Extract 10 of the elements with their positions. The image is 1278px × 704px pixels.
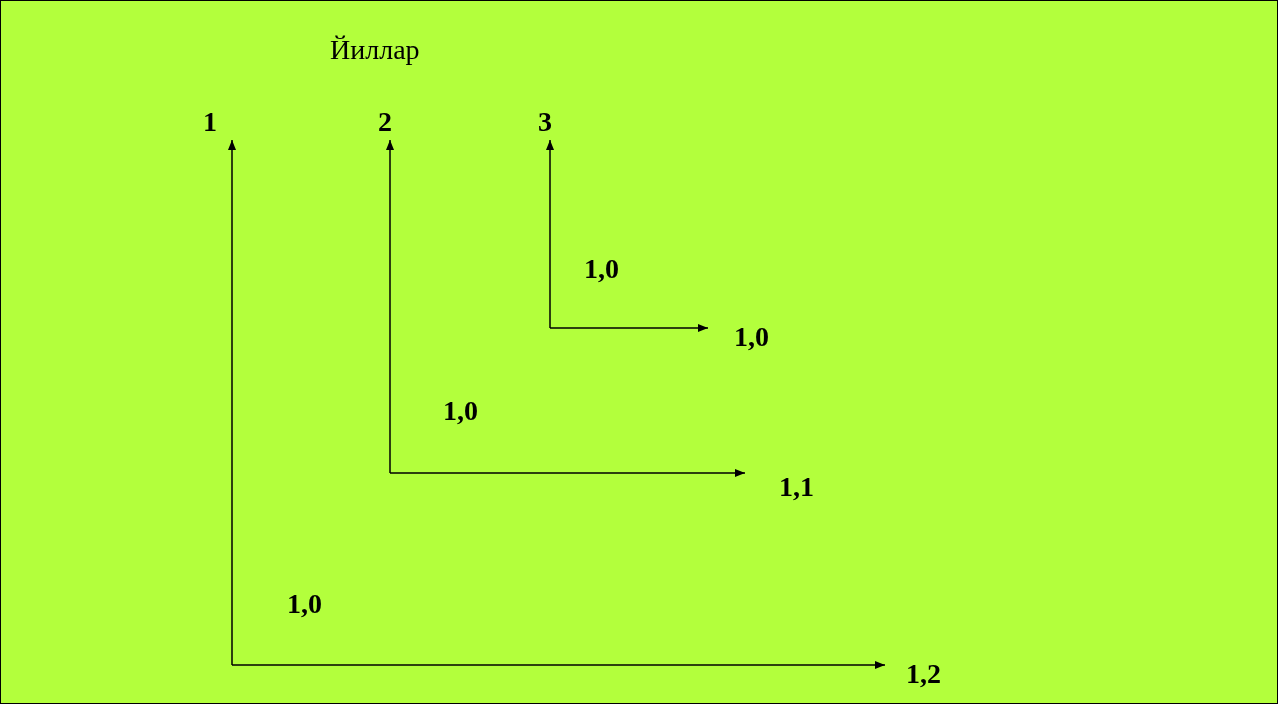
axis-label: 1 — [203, 108, 217, 136]
axis-label: 1,0 — [287, 590, 322, 618]
title: Йиллар — [330, 36, 420, 64]
axis-label: 3 — [538, 108, 552, 136]
axis-label: 1,0 — [584, 255, 619, 283]
axis-label: 1,1 — [779, 473, 814, 501]
axis-label: 1,0 — [734, 323, 769, 351]
axis-label: 2 — [378, 108, 392, 136]
axis-label: 1,0 — [443, 397, 478, 425]
axis-label: 1,2 — [906, 660, 941, 688]
